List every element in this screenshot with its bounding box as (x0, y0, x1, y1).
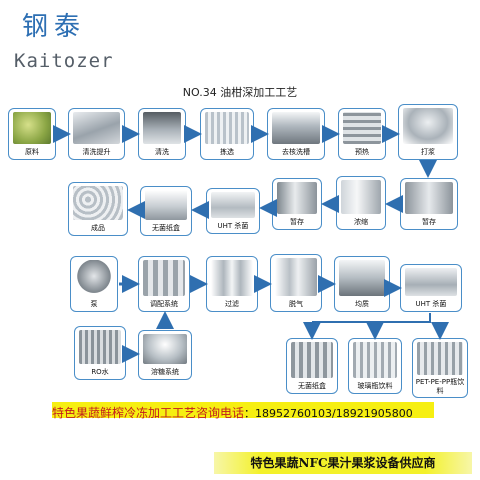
step-aseptic1: 无菌纸盒 (140, 186, 192, 236)
step-pump-label: 泵 (90, 300, 98, 308)
step-sugar-label: 溶糖系统 (151, 368, 179, 376)
step-filter-label: 过滤 (225, 300, 239, 308)
aseptic2-image (291, 342, 333, 378)
step-pump: 泵 (70, 256, 118, 312)
step-raw: 原料 (8, 108, 56, 160)
branch-uht2 (312, 313, 431, 323)
step-product-label: 成品 (91, 224, 105, 232)
step-raw-label: 原料 (25, 148, 39, 156)
step-wash-lift-label: 清洗提升 (82, 148, 111, 156)
step-aseptic1-label: 无菌纸盒 (152, 224, 180, 232)
preheat-image (343, 112, 381, 144)
aseptic1-image (145, 190, 187, 220)
step-store2-label: 暂存 (422, 218, 436, 226)
pulp-image (403, 108, 453, 144)
pump-image (75, 260, 113, 296)
step-pet: PET-PE-PP瓶饮料 (412, 338, 468, 398)
ro-image (79, 330, 121, 364)
step-core: 去核洗槽 (267, 108, 325, 160)
hotline-phones: ：18952760103/18921905800 (244, 407, 413, 420)
step-concentrate-label: 浓缩 (354, 218, 368, 226)
step-uht2-label: UHT 杀菌 (415, 300, 447, 308)
step-pet-label: PET-PE-PP瓶饮料 (415, 378, 465, 395)
step-aseptic2-label: 无菌纸盒 (298, 382, 326, 390)
sort-image (205, 112, 249, 144)
raw-fruit-image (13, 112, 51, 144)
supplier-banner: 特色果蔬NFC果汁果浆设备供应商 (214, 452, 472, 474)
step-ro-label: RO水 (91, 368, 109, 376)
step-sort-label: 拣选 (220, 148, 234, 156)
step-uht1-label: UHT 杀菌 (217, 222, 249, 230)
step-blend-label: 调配系统 (150, 300, 178, 308)
step-store2: 暂存 (400, 178, 458, 230)
step-glass-label: 玻璃瓶饮料 (357, 382, 393, 390)
consult-hotline: 特色果蔬鲜榨冷冻加工工艺咨询电话：18952760103/18921905800 (52, 402, 434, 420)
logo-chinese: 钢泰 (22, 12, 87, 42)
blend-image (143, 260, 185, 296)
concentrate-image (341, 180, 381, 214)
store2-image (405, 182, 453, 214)
step-glass: 玻璃瓶饮料 (348, 338, 402, 394)
degas-image (275, 258, 317, 296)
step-filter: 过滤 (206, 256, 258, 312)
step-degas-label: 脱气 (289, 300, 303, 308)
store1-image (277, 182, 317, 214)
product-image (73, 186, 123, 220)
step-ro: RO水 (74, 326, 126, 380)
filter-image (211, 260, 253, 296)
page-title: NO.34 油柑深加工工艺 (182, 86, 298, 99)
wash-image (143, 112, 181, 144)
step-wash: 清洗 (138, 108, 186, 160)
sugar-image (143, 334, 187, 364)
step-wash-label: 清洗 (155, 148, 169, 156)
step-sort: 拣选 (200, 108, 254, 160)
uht1-image (211, 192, 255, 218)
step-core-label: 去核洗槽 (282, 148, 310, 156)
step-aseptic2: 无菌纸盒 (286, 338, 338, 394)
step-uht1: UHT 杀菌 (206, 188, 260, 234)
step-pulp-label: 打浆 (421, 148, 435, 156)
glass-image (353, 342, 397, 378)
uht2-image (405, 268, 457, 296)
step-store1: 暂存 (272, 178, 322, 230)
step-homogenize: 均质 (334, 256, 390, 312)
step-preheat: 预热 (338, 108, 386, 160)
step-homogenize-label: 均质 (355, 300, 369, 308)
step-degas: 脱气 (270, 254, 322, 312)
step-product: 成品 (68, 182, 128, 236)
step-uht2: UHT 杀菌 (400, 264, 462, 312)
logo-english: Kaitozer (14, 50, 114, 72)
pet-image (417, 342, 463, 375)
step-concentrate: 浓缩 (336, 176, 386, 230)
step-pulp: 打浆 (398, 104, 458, 160)
step-sugar: 溶糖系统 (138, 330, 192, 380)
hotline-label: 特色果蔬鲜榨冷冻加工工艺咨询电话 (52, 406, 245, 420)
core-image (272, 112, 320, 144)
homogenize-image (339, 260, 385, 296)
step-store1-label: 暂存 (290, 218, 304, 226)
step-blend: 调配系统 (138, 256, 190, 312)
step-preheat-label: 预热 (355, 148, 369, 156)
wash-lift-image (73, 112, 120, 144)
step-wash-lift: 清洗提升 (68, 108, 125, 160)
